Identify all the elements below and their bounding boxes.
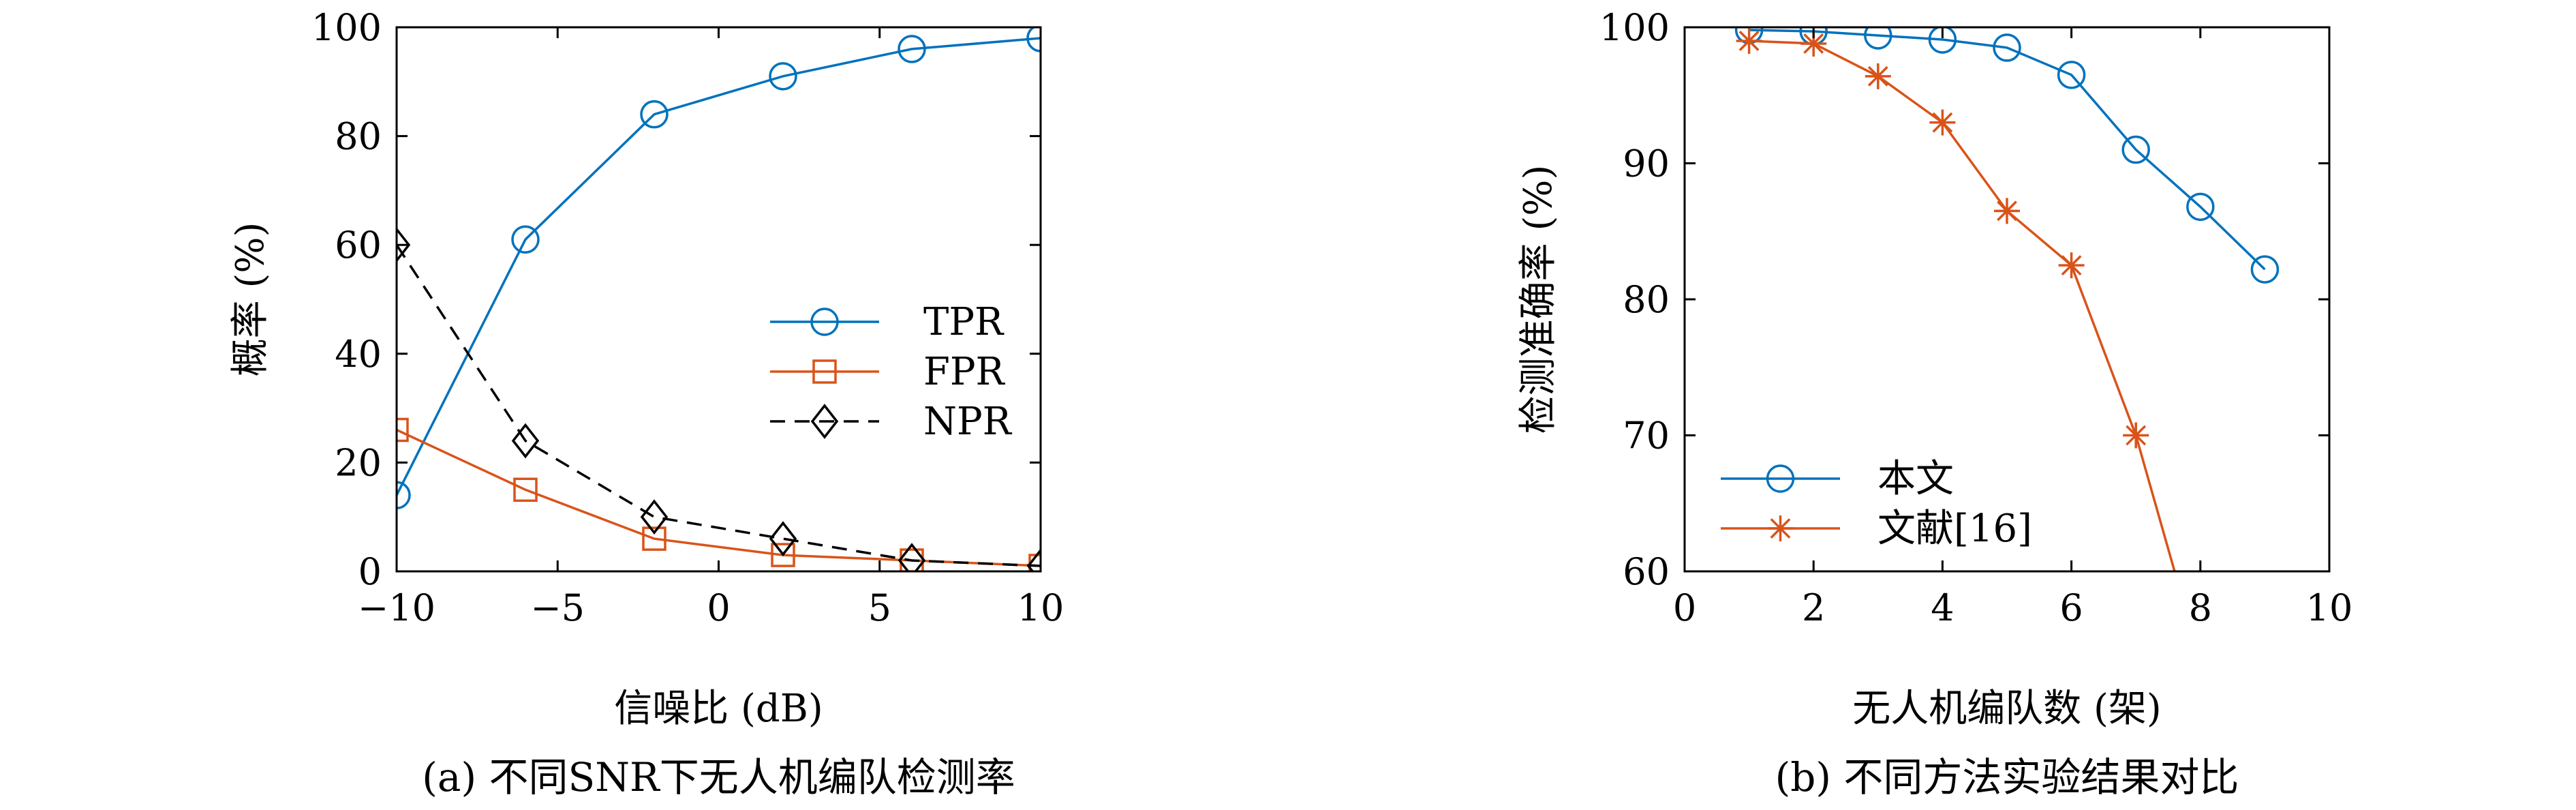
chart-a-x-tick-label: 10 <box>1017 586 1064 629</box>
chart-b-series-2-point <box>1865 63 1891 89</box>
chart-b-y-tick-label: 70 <box>1623 415 1670 457</box>
chart-a-legend-entry-3: NPR <box>770 400 1013 444</box>
chart-b-series-2-point <box>1929 109 1956 136</box>
chart-a-legend-entry-1-label: TPR <box>923 300 1005 344</box>
chart-a-series-2-line <box>397 428 1041 567</box>
chart-b-series-2-point <box>1736 27 1762 54</box>
chart-a-series-2-point <box>513 477 538 502</box>
chart-b-y-tick-label: 100 <box>1599 6 1670 49</box>
chart-a-series-1-point <box>640 100 669 129</box>
chart-a-x-tick-label: 5 <box>868 586 891 629</box>
chart-a-legend-entry-3-label: NPR <box>923 400 1013 444</box>
chart-b-x-tick-label: 10 <box>2306 586 2353 629</box>
chart-b-y-tick-label: 90 <box>1623 142 1670 185</box>
chart-a-series-3-point <box>769 521 797 556</box>
chart-b-y-axis-label: 检测准确率 (%) <box>1516 165 1561 434</box>
chart-a-y-tick-label: 40 <box>335 333 382 376</box>
chart-a-plot-frame <box>395 26 1042 573</box>
chart-a-legend-entry-1-marker <box>810 308 839 336</box>
chart-a-series-1 <box>397 27 1041 510</box>
chart-b-x-tick-label: 4 <box>1931 586 1954 629</box>
chart-a-legend-entry-2-label: FPR <box>923 350 1006 394</box>
chart-a-legend-entry-2-marker <box>812 359 837 384</box>
chart-a-series-1-point <box>769 62 797 91</box>
chart-a-series-layer <box>397 27 1041 571</box>
chart-b-series-1-point <box>2121 135 2150 164</box>
chart-b-legend-entry-2: 文献[16] <box>1721 507 2032 551</box>
chart-a-series-3-point <box>397 227 411 263</box>
chart-b-x-tick-label: 8 <box>2189 586 2212 629</box>
chart-b-series-1-point <box>2057 61 2086 89</box>
chart-b-tick-layer: 0 2 4 6 8 10 60 70 80 90 100 <box>1599 6 2352 629</box>
chart-a-series-1-point <box>1026 27 1041 52</box>
chart-a-y-tick-label: 20 <box>335 441 382 484</box>
chart-b-legend-entry-1: 本文 <box>1721 457 1954 501</box>
chart-a-series-2-point <box>397 417 409 442</box>
chart-a-x-tick-label: −5 <box>530 586 585 629</box>
chart-b-legend-entry-2-marker <box>1767 515 1794 541</box>
chart-a-x-tick-label: −10 <box>358 586 435 629</box>
chart-a-legend: TPR FPR NPR <box>770 300 1013 444</box>
chart-a-caption: (a) 不同SNR下无人机编队检测率 <box>422 754 1015 800</box>
chart-a-series-2-point <box>642 526 666 551</box>
chart-a-series-3 <box>397 227 1041 571</box>
chart-b-series-layer <box>1734 27 2280 571</box>
chart-b-series-1-point <box>2250 255 2280 284</box>
chart-b-x-axis-label: 无人机编队数 (架) <box>1852 687 2162 731</box>
chart-a-series-1-point <box>898 35 926 63</box>
chart-b-x-tick-label: 0 <box>1673 586 1696 629</box>
chart-a-series-2-point <box>771 543 795 567</box>
chart-a-series-3-point <box>511 423 540 459</box>
chart-a-series-1-point <box>511 225 540 254</box>
chart-a-series-1-point <box>397 481 411 510</box>
chart-b-series-2-point <box>2058 252 2085 279</box>
chart-b-y-tick-label: 80 <box>1623 278 1670 321</box>
chart-a-y-tick-label: 80 <box>335 115 382 158</box>
chart-a-series-1-line <box>397 37 1041 496</box>
chart-a-y-tick-label: 60 <box>335 224 382 267</box>
chart-b-series-2 <box>1736 27 2176 571</box>
chart-b-legend-entry-2-label: 文献[16] <box>1877 507 2032 551</box>
chart-a-y-tick-label: 0 <box>358 550 382 593</box>
chart-a-series-3-point <box>898 543 926 571</box>
chart-b-caption: (b) 不同方法实验结果对比 <box>1775 754 2239 800</box>
chart-b-series-1-point <box>2186 192 2215 222</box>
chart-a-x-axis-label: 信噪比 (dB) <box>614 687 823 731</box>
chart-a-legend-entry-2: FPR <box>770 350 1006 394</box>
chart-b-plot-frame <box>1683 26 2331 573</box>
chart-a-series-3-point <box>1026 548 1041 571</box>
chart-b-series-1-point <box>1993 33 2021 62</box>
chart-b-legend-entry-1-marker <box>1766 464 1795 493</box>
chart-b-legend-entry-1-label: 本文 <box>1877 457 1954 501</box>
chart-b-series-2-point <box>1800 30 1827 57</box>
chart-a-legend-entry-3-marker <box>810 404 839 439</box>
chart-a-series-3-line <box>397 244 1041 567</box>
chart-b-series-1 <box>1734 27 2280 284</box>
chart-a-x-tick-label: 0 <box>707 586 730 629</box>
chart-a-series-3-point <box>640 499 669 535</box>
chart-b-series-1-point <box>1928 27 1957 54</box>
chart-b-series-2-point <box>1994 198 2020 224</box>
chart-a-y-axis-label: 概率 (%) <box>228 222 273 377</box>
chart-b-series-2-line <box>1749 40 2176 571</box>
chart-b-x-tick-label: 6 <box>2059 586 2083 629</box>
chart-a-legend-entry-1: TPR <box>770 300 1005 344</box>
chart-a-y-tick-label: 100 <box>311 6 382 49</box>
chart-b-series-1-line <box>1749 29 2266 271</box>
chart-b-x-tick-label: 2 <box>1802 586 1825 629</box>
chart-b-y-tick-label: 60 <box>1623 550 1670 593</box>
chart-b-series-2-point <box>2123 422 2149 449</box>
chart-b-series-1-point <box>1864 27 1892 50</box>
